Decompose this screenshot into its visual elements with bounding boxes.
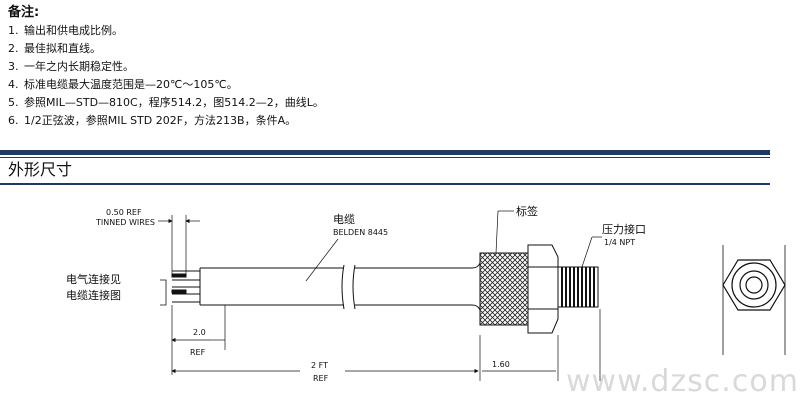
note-number: 3. [8,60,19,73]
note-item: 1. 输出和供电成比例。 [8,22,788,40]
end-view-hex [722,245,786,355]
note-number: 1. [8,24,19,37]
cable-spec-label: BELDEN 8445 [333,228,388,237]
watermark: www.dzsc.com [566,364,799,399]
note-number: 2. [8,42,19,55]
port-leader-2 [581,236,593,268]
hex-nut [527,244,559,334]
notes-block: 备注: 1. 输出和供电成比例。 2. 最佳拟和直线。 3. 一年之内长期稳定性。 4… [8,4,788,130]
connection-note-line2: 电缆连接图 [66,289,121,302]
dim-20-value: 2.0 [193,328,206,337]
threaded-port [557,266,599,308]
tinned-wires-label: TINNED WIRES [95,218,155,227]
note-item: 3. 一年之内长期稳定性。 [8,58,788,76]
note-item: 5. 参照MIL—STD—810C，程序514.2，图514.2—2，曲线L。 [8,94,788,112]
cable-label: 电缆 [333,213,355,226]
note-text: 最佳拟和直线。 [24,42,101,55]
dim-160-value: 1.60 [492,360,510,369]
note-item: 2. 最佳拟和直线。 [8,40,788,58]
note-number: 5. [8,96,19,109]
tinned-wires [171,270,200,303]
note-text: 一年之内长期稳定性。 [24,60,134,73]
section-title: 外形尺寸 [8,160,73,179]
dim-20-ref: REF [190,348,206,357]
dim-2ft-value: 2 FT [311,361,328,370]
section-divider-thin [0,157,770,158]
note-number: 4. [8,78,19,91]
dim-2ft [171,309,601,381]
tinned-ref-label: 0.50 REF [106,208,142,217]
section-underline [0,183,770,185]
connection-bracket [160,279,167,306]
note-text: 1/2正弦波，参照MIL STD 202F，方法213B，条件A。 [24,114,297,127]
connection-note-line1: 电气连接见 [66,272,121,286]
port-label: 压力接口 [602,223,646,236]
tag-label: 标签 [516,204,538,218]
note-text: 输出和供电成比例。 [24,24,123,37]
dim-050 [158,215,200,275]
note-item: 6. 1/2正弦波，参照MIL STD 202F，方法213B，条件A。 [8,112,788,130]
tag-leader-2 [495,210,499,254]
note-text: 标准电缆最大温度范围是—20℃～105℃。 [24,78,238,91]
strain-relief [471,262,481,311]
dimension-drawing: 0.50 REF TINNED WIRES 电缆 BELDEN 8445 标签 … [66,204,799,399]
dim-2ft-ref: REF [313,374,329,383]
knurled-grip [479,252,529,326]
note-text: 参照MIL—STD—810C，程序514.2，图514.2—2，曲线L。 [24,96,324,109]
section-divider-thick [0,150,770,155]
notes-title: 备注: [8,5,40,20]
port-spec-label: 1/4 NPT [604,238,635,247]
cable-leader [305,238,339,282]
notes-list: 1. 输出和供电成比例。 2. 最佳拟和直线。 3. 一年之内长期稳定性。 4. 标准电… [8,22,788,130]
dim-20 [171,305,226,375]
note-number: 6. [8,114,19,127]
note-item: 4. 标准电缆最大温度范围是—20℃～105℃。 [8,76,788,94]
cable [199,264,472,310]
